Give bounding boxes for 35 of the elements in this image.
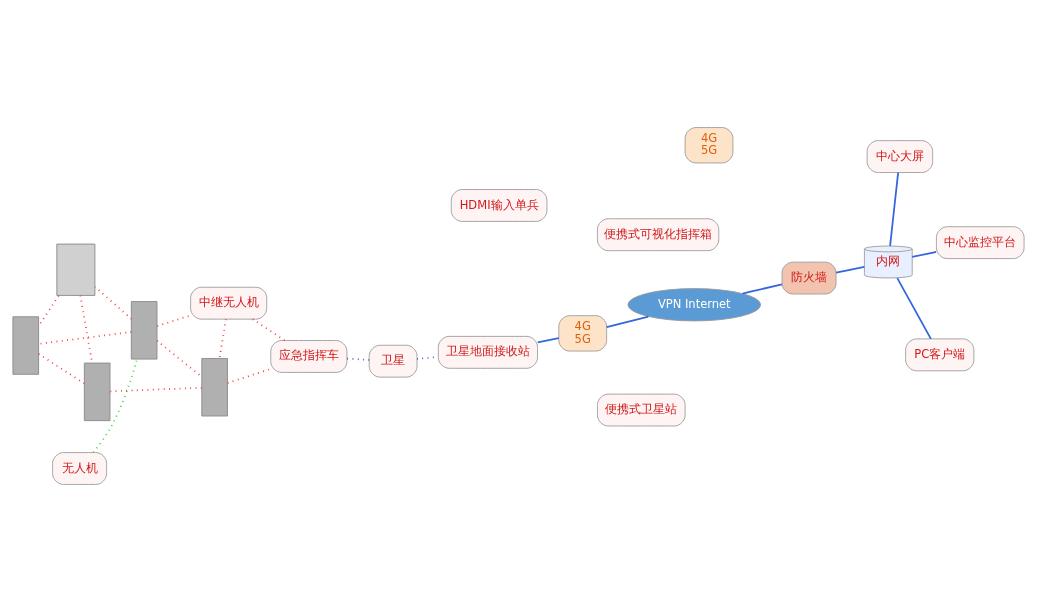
connector: [218, 318, 227, 359]
connector: [94, 285, 133, 320]
node-person: [130, 300, 158, 360]
node-box: 中心大屏: [866, 139, 934, 173]
connector: [835, 265, 866, 273]
node-box: 卫星地面接收站: [437, 335, 538, 369]
node-box: 便携式卫星站: [597, 393, 686, 426]
node-ellipse: VPN Internet: [627, 287, 762, 321]
node-box: 便携式可视化指挥箱: [597, 217, 720, 251]
node-box: 应急指挥车: [270, 339, 348, 373]
connector: [605, 315, 650, 328]
node-box: 中继无人机: [190, 286, 268, 320]
connector: [911, 250, 938, 258]
connector: [226, 367, 272, 384]
node-box: 4G 5G: [558, 314, 608, 351]
connector: [37, 352, 86, 384]
connector: [896, 276, 932, 340]
node-person: [201, 357, 228, 416]
node-person: [83, 362, 111, 421]
connector: [889, 171, 900, 247]
connector: [109, 386, 203, 392]
node-box: 4G 5G: [684, 126, 734, 163]
node-box: PC客户端: [905, 337, 975, 371]
node-box: [56, 243, 96, 296]
connector: [156, 314, 192, 327]
node-person: [12, 315, 40, 375]
connector: [251, 317, 286, 341]
connector: [741, 282, 783, 294]
node-box: HDMI输入单兵: [450, 188, 548, 222]
connector: [536, 336, 560, 343]
connector: [156, 339, 203, 378]
node-box: 中心监控平台: [935, 225, 1025, 259]
node-box: 卫星: [368, 344, 418, 378]
node-box: 防火墙: [781, 261, 837, 294]
node-box: 无人机: [52, 451, 108, 485]
